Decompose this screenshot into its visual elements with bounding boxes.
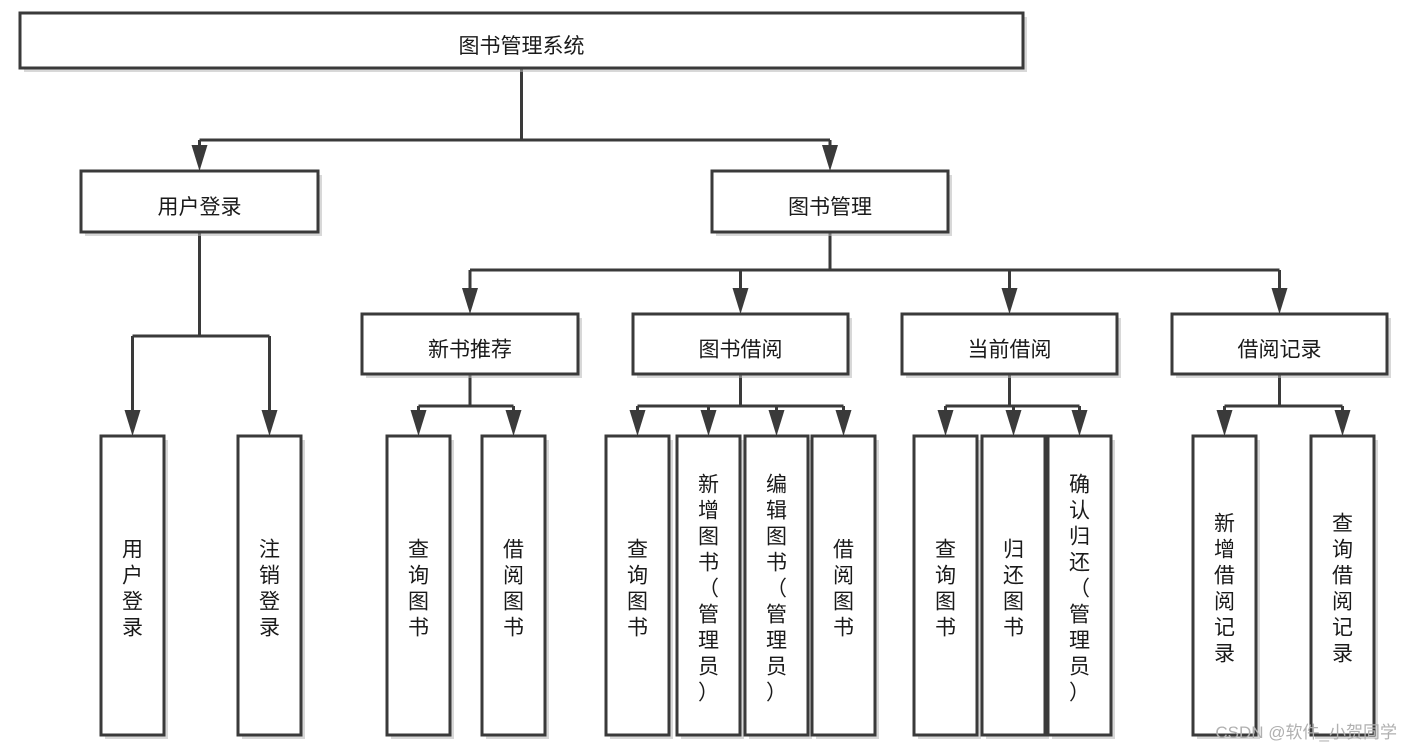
node-leaf-query-borrow-record[interactable]: 查询借阅记录: [1309, 434, 1378, 739]
node-leaf-borrow-book[interactable]: 借阅图书: [810, 434, 879, 739]
node-rect[interactable]: [1170, 312, 1389, 376]
node-label: 查询借阅记录: [1332, 512, 1353, 665]
node-rect[interactable]: [710, 169, 950, 234]
arrow-head-icon: [700, 410, 717, 436]
node-label: 查询图书: [408, 538, 429, 639]
node-label: 图书管理: [788, 196, 872, 219]
arrow-head-icon: [629, 410, 646, 436]
node-rect[interactable]: [236, 434, 303, 737]
node-leaf-query-book-borrow[interactable]: 查询图书: [604, 434, 673, 739]
connector-group: [937, 374, 1088, 436]
arrow-head-icon: [191, 145, 208, 171]
csdn-watermark: CSDN @软件_小贺同学: [1215, 723, 1397, 742]
node-book-borrow[interactable]: 图书借阅: [631, 312, 852, 378]
node-rect[interactable]: [810, 434, 877, 737]
node-label: 借阅记录: [1238, 339, 1322, 362]
node-root[interactable]: 图书管理系统: [18, 11, 1027, 72]
arrow-head-icon: [1334, 410, 1351, 436]
node-label: 新书推荐: [428, 339, 512, 362]
arrow-head-icon: [261, 410, 278, 436]
node-rect[interactable]: [675, 434, 742, 737]
arrow-head-icon: [732, 288, 749, 314]
node-rect[interactable]: [385, 434, 452, 737]
node-rect[interactable]: [99, 434, 166, 737]
node-rect[interactable]: [900, 312, 1119, 376]
node-label: 编辑图书（管理员）: [766, 473, 787, 704]
arrow-head-icon: [937, 410, 954, 436]
node-label: 新增图书（管理员）: [698, 473, 719, 704]
arrow-head-icon: [835, 410, 852, 436]
node-rect[interactable]: [1309, 434, 1376, 737]
connector-group: [410, 374, 522, 436]
node-label: 借阅图书: [833, 538, 854, 639]
arrow-head-icon: [1271, 288, 1288, 314]
node-new-book-recommend[interactable]: 新书推荐: [360, 312, 582, 378]
node-rect[interactable]: [1046, 434, 1113, 737]
node-rect[interactable]: [79, 169, 320, 234]
node-label: 用户登录: [122, 538, 143, 639]
node-rect[interactable]: [480, 434, 547, 737]
node-borrow-record[interactable]: 借阅记录: [1170, 312, 1391, 378]
node-leaf-add-book-admin[interactable]: 新增图书（管理员）: [675, 434, 744, 739]
connector-group: [191, 68, 838, 171]
node-leaf-query-book-current[interactable]: 查询图书: [912, 434, 981, 739]
node-book-management[interactable]: 图书管理: [710, 169, 952, 236]
node-rect[interactable]: [360, 312, 580, 376]
arrow-head-icon: [1216, 410, 1233, 436]
arrow-head-icon: [1005, 410, 1022, 436]
node-label: 当前借阅: [968, 339, 1052, 362]
node-user-login[interactable]: 用户登录: [79, 169, 322, 236]
node-current-borrow[interactable]: 当前借阅: [900, 312, 1121, 378]
node-label: 注销登录: [259, 538, 280, 639]
node-label: 图书管理系统: [459, 35, 585, 58]
node-leaf-return-book[interactable]: 归还图书: [980, 434, 1049, 739]
node-rect[interactable]: [743, 434, 810, 737]
node-leaf-logout-login[interactable]: 注销登录: [236, 434, 305, 739]
node-leaf-query-book-recommend[interactable]: 查询图书: [385, 434, 454, 739]
node-label: 确认归还（管理员）: [1069, 473, 1090, 704]
node-rect[interactable]: [1191, 434, 1258, 737]
node-label: 借阅图书: [503, 538, 524, 639]
node-rect[interactable]: [912, 434, 979, 737]
node-label: 查询图书: [627, 538, 648, 639]
node-label: 用户登录: [158, 196, 242, 219]
node-label: 图书借阅: [699, 339, 783, 362]
node-layer: 图书管理系统用户登录图书管理新书推荐图书借阅当前借阅借阅记录用户登录注销登录查询…: [18, 11, 1391, 739]
node-leaf-borrow-book-recommend[interactable]: 借阅图书: [480, 434, 549, 739]
arrow-head-icon: [1071, 410, 1088, 436]
arrow-head-icon: [124, 410, 141, 436]
connector-layer: [124, 68, 1351, 436]
arrow-head-icon: [410, 410, 427, 436]
node-label: 查询图书: [935, 538, 956, 639]
arrow-head-icon: [822, 145, 838, 171]
connector-group: [1216, 374, 1351, 436]
connector-group: [629, 374, 852, 436]
node-leaf-add-borrow-record[interactable]: 新增借阅记录: [1191, 434, 1260, 739]
node-label: 新增借阅记录: [1214, 512, 1235, 665]
connector-group: [124, 232, 278, 436]
node-leaf-confirm-return-admin[interactable]: 确认归还（管理员）: [1046, 434, 1115, 739]
node-rect[interactable]: [631, 312, 850, 376]
node-rect[interactable]: [18, 11, 1025, 70]
node-label: 归还图书: [1003, 538, 1024, 639]
arrow-head-icon: [768, 410, 785, 436]
connector-group: [462, 232, 1288, 314]
node-rect[interactable]: [980, 434, 1047, 737]
node-rect[interactable]: [604, 434, 671, 737]
arrow-head-icon: [505, 410, 522, 436]
arrow-head-icon: [462, 288, 478, 314]
node-leaf-user-login[interactable]: 用户登录: [99, 434, 168, 739]
node-leaf-edit-book-admin[interactable]: 编辑图书（管理员）: [743, 434, 812, 739]
arrow-head-icon: [1001, 288, 1018, 314]
